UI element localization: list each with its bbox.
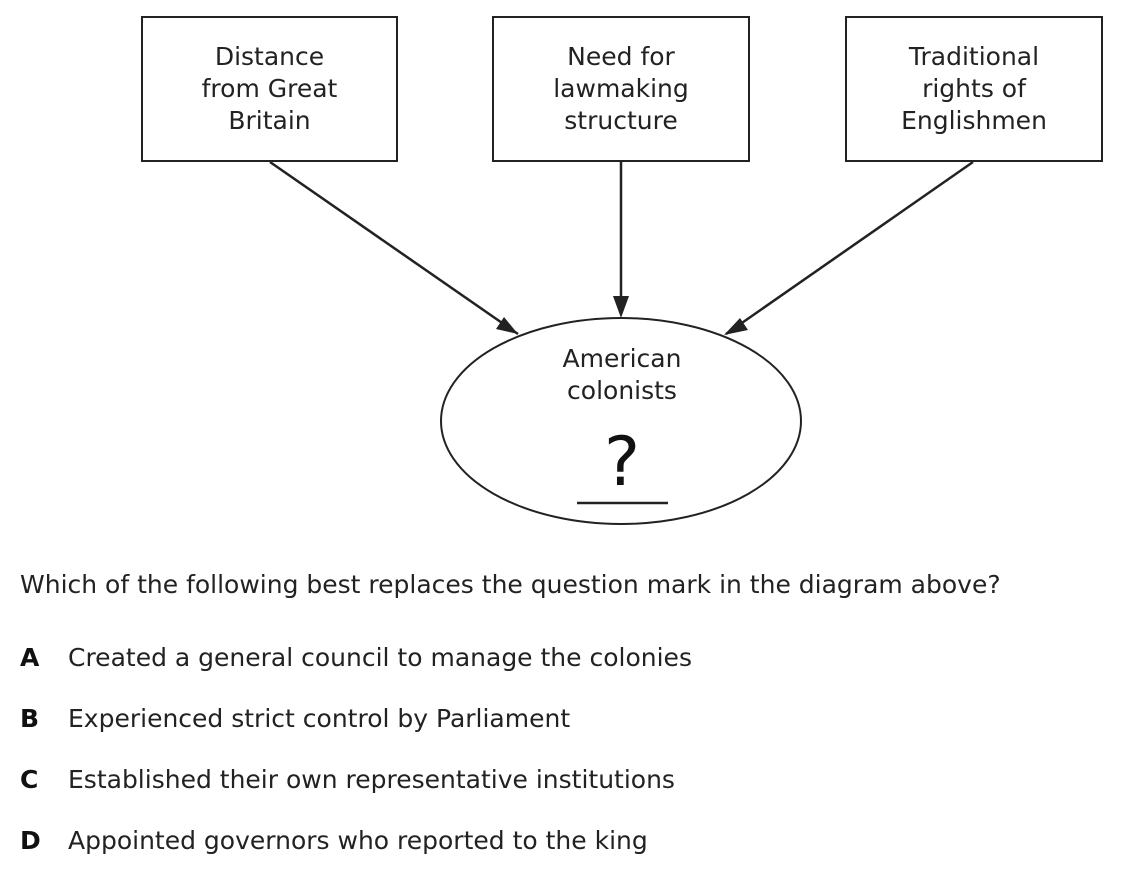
option-letter: B xyxy=(20,704,40,733)
box-text-line: structure xyxy=(564,106,678,135)
cause-box-lawmaking: Need for lawmaking structure xyxy=(492,16,750,162)
box-text-line: Need for xyxy=(567,42,675,71)
question-mark: ? xyxy=(603,423,641,502)
arrow-right xyxy=(725,160,974,336)
question-stem: Which of the following best replaces the… xyxy=(20,570,1001,599)
answer-option-c[interactable]: C Established their own representative in… xyxy=(20,763,675,797)
answer-option-a[interactable]: A Created a general council to manage the… xyxy=(20,641,692,675)
option-text: Experienced strict control by Parliament xyxy=(68,704,571,733)
option-letter: A xyxy=(20,643,40,672)
box-text-line: Traditional xyxy=(908,42,1040,71)
diagram: Distance from Great Britain Need for law… xyxy=(141,16,1103,525)
box-text-line: Distance xyxy=(214,42,325,71)
answer-option-b[interactable]: B Experienced strict control by Parliamen… xyxy=(20,702,570,736)
option-text: Appointed governors who reported to the … xyxy=(68,826,648,855)
option-text: Established their own representative ins… xyxy=(68,765,675,794)
option-letter: D xyxy=(20,826,41,855)
cause-box-distance: Distance from Great Britain xyxy=(141,16,398,162)
arrowhead-right xyxy=(724,318,748,335)
connector-layer xyxy=(269,160,974,525)
center-ellipse xyxy=(440,317,802,525)
box-text-line: rights of xyxy=(922,74,1026,103)
box-text-line: from Great xyxy=(201,74,338,103)
arrowhead-left xyxy=(496,317,518,334)
option-letter: C xyxy=(20,765,39,794)
answer-option-d[interactable]: D Appointed governors who reported to the… xyxy=(20,824,648,858)
box-text-line: Britain xyxy=(228,106,311,135)
cause-box-rights: Traditional rights of Englishmen xyxy=(845,16,1103,162)
box-text-line: Englishmen xyxy=(901,106,1047,135)
center-label-line: colonists xyxy=(567,376,677,405)
arrowhead-middle xyxy=(613,296,629,318)
center-label-line: American xyxy=(562,344,682,373)
option-text: Created a general council to manage the … xyxy=(68,643,692,672)
box-text-line: lawmaking xyxy=(553,74,689,103)
arrow-left xyxy=(269,160,519,336)
